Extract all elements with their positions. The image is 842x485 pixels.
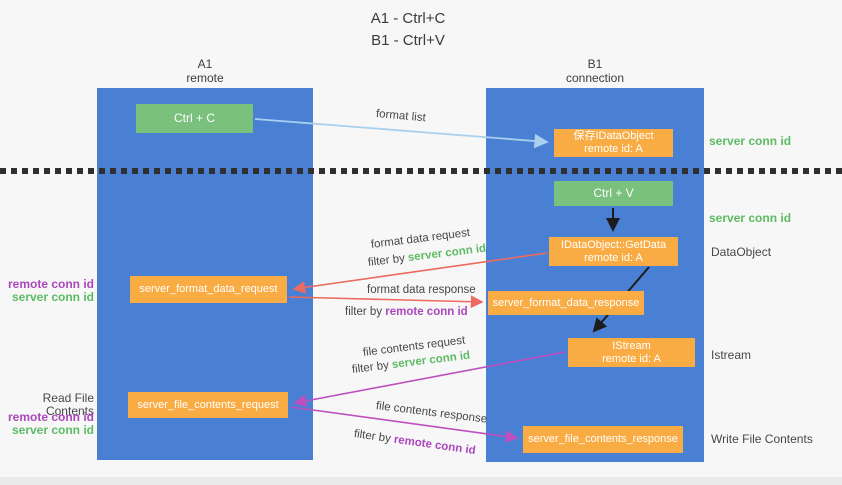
format-data-response-arrow: [288, 295, 484, 309]
format-request-node: server_format_data_request: [130, 276, 287, 303]
diagram-title: A1 - Ctrl+C B1 - Ctrl+V: [288, 8, 528, 52]
column-b1-header: B1 connection: [535, 57, 655, 85]
column-a1-subtitle: remote: [186, 71, 224, 85]
format-response-node: server_format_data_response: [488, 291, 644, 315]
format-response-label: server_format_data_response: [492, 296, 640, 309]
file-request-node: server_file_contents_request: [128, 392, 288, 418]
save-idataobject-line1: 保存IDataObject: [573, 130, 654, 142]
istream-line2: remote id: A: [602, 352, 661, 365]
ctrl-v-node: Ctrl + V: [554, 181, 673, 206]
istream-node: IStream remote id: A: [568, 338, 695, 367]
format-request-conn-ids: remote conn id server conn id: [0, 278, 94, 304]
remote-conn-id-text: remote conn id: [385, 306, 468, 318]
file-response-label: server_file_contents_response: [528, 433, 678, 445]
format-data-response-filter-label: filter by remote conn id: [345, 306, 468, 318]
bottom-bar: [0, 477, 842, 485]
ctrl-v-label: Ctrl + V: [593, 186, 634, 200]
title-line-1: A1 - Ctrl+C: [370, 10, 446, 27]
remote-conn-id-left-label-1: remote conn id: [7, 277, 94, 291]
format-request-label: server_format_data_request: [139, 283, 278, 295]
file-request-label: server_file_contents_request: [137, 398, 279, 411]
ctrl-c-node: Ctrl + C: [136, 104, 253, 133]
read-file-contents-label: Read File Contents: [42, 391, 94, 418]
dotted-separator: [0, 168, 842, 174]
format-list-arrow: [254, 118, 549, 149]
save-idataobject-node: 保存IDataObject remote id: A: [554, 129, 673, 157]
getdata-line2: remote id: A: [584, 251, 643, 264]
file-contents-response-arrow: [290, 406, 519, 443]
format-data-response-label: format data response: [367, 284, 476, 296]
server-conn-id-right-label-2: server conn id: [709, 211, 792, 225]
server-conn-id-right-label-1: server conn id: [709, 134, 792, 148]
dataobject-label: DataObject: [711, 245, 772, 259]
server-conn-id-left-label-1: server conn id: [11, 290, 94, 304]
file-response-node: server_file_contents_response: [523, 426, 683, 453]
server-conn-id-left-label-2: server conn id: [11, 423, 94, 437]
save-idataobject-line2: remote id: A: [584, 143, 643, 155]
ctrl-c-label: Ctrl + C: [173, 111, 215, 125]
istream-side-label: Istream: [711, 348, 752, 362]
getdata-node: IDataObject::GetData remote id: A: [549, 237, 678, 266]
column-b1-name: B1: [587, 57, 603, 71]
format-data-request-arrow: [292, 252, 548, 294]
write-file-contents-label: Write File Contents: [711, 432, 813, 446]
filter-by-text: filter by: [345, 306, 386, 318]
file-request-conn-ids: remote conn id server conn id: [0, 411, 94, 437]
istream-line1: IStream: [612, 339, 651, 352]
remote-conn-id-left-label-2: remote conn id: [7, 410, 94, 424]
title-line-2: B1 - Ctrl+V: [371, 32, 445, 49]
column-a1-header: A1 remote: [145, 57, 265, 85]
column-b1-subtitle: connection: [565, 71, 625, 85]
getdata-line1: IDataObject::GetData: [560, 238, 667, 251]
file-contents-request-arrow: [293, 351, 566, 408]
column-a1-name: A1: [197, 57, 213, 71]
